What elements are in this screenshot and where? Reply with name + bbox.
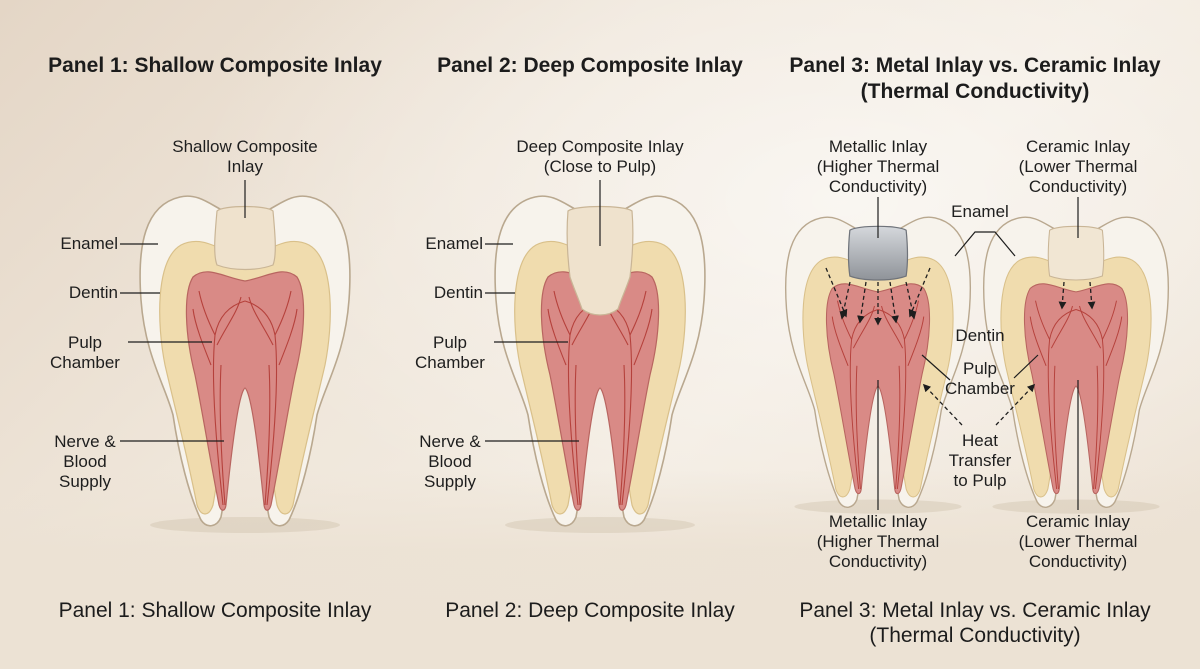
panel3-heat-label-line3: to Pulp xyxy=(953,471,1007,490)
panel3-caption-line2: (Thermal Conductivity) xyxy=(869,624,1081,647)
panel3-ceramic-top-line1: Ceramic Inlay xyxy=(1026,137,1130,156)
panel1-nerve-label-line2: Blood xyxy=(63,452,107,471)
panel3-ceramic-top-line2: (Lower Thermal xyxy=(1018,157,1138,176)
panel2-nerve-label-line2: Blood xyxy=(428,452,472,471)
panel2-tooth xyxy=(494,195,706,534)
panel1-nerve-label-line1: Nerve & xyxy=(54,432,116,451)
panel3-dentin-label: Dentin xyxy=(955,326,1005,345)
heat-arrows-metal xyxy=(825,267,931,326)
panel1-inlay-label-line2: Inlay xyxy=(227,157,263,176)
panel2-inlay-label-line2: (Close to Pulp) xyxy=(543,157,657,176)
panel1-tooth xyxy=(139,195,351,534)
panel2-enamel-label: Enamel xyxy=(425,234,483,253)
panel3-ceramic-bottom-line3: Conductivity) xyxy=(1028,552,1128,571)
panel1-pulp-label-line2: Chamber xyxy=(50,353,120,372)
heat-arrows-ceramic xyxy=(1058,281,1096,310)
panel3-ceramic-tooth xyxy=(982,216,1170,515)
panel1-leaders xyxy=(120,180,246,442)
panel2-leaders xyxy=(485,180,601,442)
panel3-leaders xyxy=(877,197,1079,510)
panel1-nerve-label-line3: Supply xyxy=(59,472,111,491)
panel3-title-line1: Panel 3: Metal Inlay vs. Ceramic Inlay xyxy=(789,54,1161,77)
panel2-title: Panel 2: Deep Composite Inlay xyxy=(437,54,743,77)
panel2-inlay-label-line1: Deep Composite Inlay xyxy=(516,137,684,156)
heat-transfer-arrows xyxy=(922,383,1036,426)
panel2-pulp-label-line2: Chamber xyxy=(415,353,485,372)
panel1-pulp-label-line1: Pulp xyxy=(67,333,103,352)
panel1-title: Panel 1: Shallow Composite Inlay xyxy=(48,54,382,77)
panel3-enamel-label: Enamel xyxy=(951,202,1009,221)
panel3-metal-bottom-line3: Conductivity) xyxy=(828,552,928,571)
panel2-nerve-label-line1: Nerve & xyxy=(419,432,481,451)
ceramic-inlay xyxy=(1047,225,1105,281)
panel3-pulp-label-line1: Pulp xyxy=(962,359,998,378)
panel3-metal-bottom-line1: Metallic Inlay xyxy=(828,512,928,531)
panel3-metal-top-line1: Metallic Inlay xyxy=(828,137,928,156)
panel1-shallow-inlay xyxy=(214,205,276,271)
panel3-title-line2: (Thermal Conductivity) xyxy=(860,80,1090,103)
panel3-caption-line1: Panel 3: Metal Inlay vs. Ceramic Inlay xyxy=(799,599,1151,622)
panel1-dentin-label: Dentin xyxy=(68,283,118,302)
panel2-deep-inlay xyxy=(566,205,634,316)
panel3-metal-top-line2: (Higher Thermal xyxy=(816,157,940,176)
panel3-ceramic-top-line3: Conductivity) xyxy=(1028,177,1128,196)
panel2-pulp-label-line1: Pulp xyxy=(432,333,468,352)
panel3-metal-top-line3: Conductivity) xyxy=(828,177,928,196)
panel3-metal-bottom-line2: (Higher Thermal xyxy=(816,532,940,551)
panel1-inlay-label-line1: Shallow Composite xyxy=(172,137,318,156)
panel2-dentin-label: Dentin xyxy=(433,283,483,302)
panel3-ceramic-bottom-line2: (Lower Thermal xyxy=(1018,532,1138,551)
panel3-heat-label-line1: Heat xyxy=(962,431,998,450)
panel1-caption: Panel 1: Shallow Composite Inlay xyxy=(58,599,372,622)
panel3-heat-label-line2: Transfer xyxy=(948,451,1012,470)
panel1-enamel-label: Enamel xyxy=(60,234,118,253)
panel2-caption: Panel 2: Deep Composite Inlay xyxy=(445,599,735,622)
panel3-pulp-label-line2: Chamber xyxy=(945,379,1015,398)
panel2-nerve-label-line3: Supply xyxy=(424,472,476,491)
panel3-ceramic-bottom-line1: Ceramic Inlay xyxy=(1026,512,1130,531)
metal-inlay xyxy=(847,225,909,281)
panel3-metal-tooth xyxy=(784,216,972,515)
